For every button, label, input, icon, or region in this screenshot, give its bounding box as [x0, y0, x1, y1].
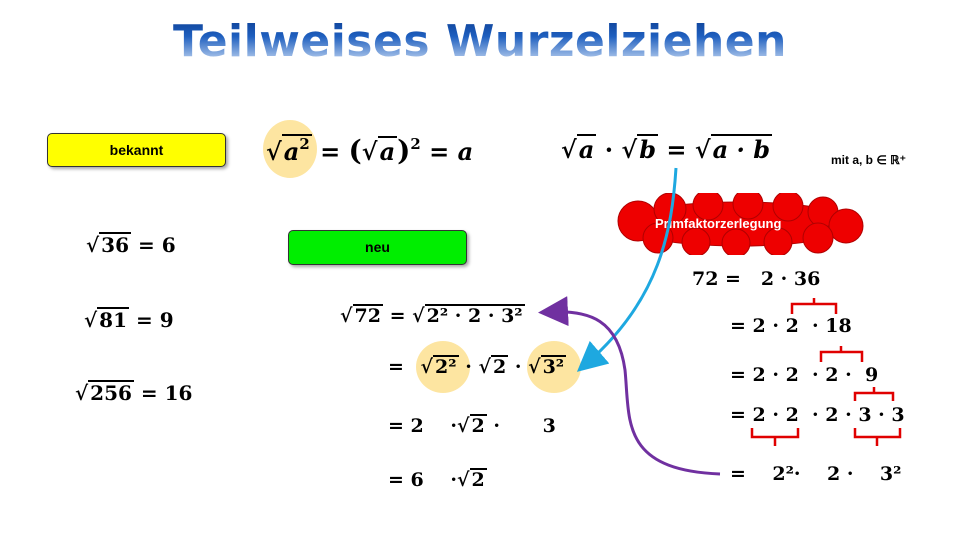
highlight-sqrt-2-squared: [416, 341, 470, 393]
example-sqrt-36: √36 = 6: [86, 232, 176, 257]
cloud-shape: [617, 193, 864, 255]
paren-left: (: [348, 134, 362, 168]
equals: =: [666, 135, 687, 164]
purple-arrow: [538, 296, 721, 476]
sqrt-b: √b: [621, 134, 658, 164]
brackets: [750, 298, 902, 446]
factorization-line-4: = 2 · 2 · 2 · 3 · 3: [730, 404, 905, 426]
highlight-sqrt-a2: [263, 120, 317, 178]
derivation-line-3: = 2 ·√2 · 3: [388, 414, 556, 437]
blue-arrow: [576, 167, 678, 372]
sqrt-a-squared: √a2: [266, 134, 312, 167]
known-label-box: bekannt: [47, 133, 226, 167]
equals: =: [429, 137, 450, 167]
derivation-line-4: = 6 ·√2: [388, 468, 487, 491]
dot: ·: [604, 135, 614, 164]
factorization-line-2: = 2 · 2 · 18: [730, 315, 852, 337]
domain-note: mit a, b ∈ ℝ⁺: [831, 153, 906, 167]
highlight-sqrt-3-squared: [527, 341, 581, 393]
example-sqrt-81: √81 = 9: [84, 307, 174, 332]
derivation-line-1: √72 = √2² · 2 · 3²: [340, 304, 525, 327]
factorization-line-5: = 2²· 2 · 3²: [730, 463, 902, 485]
paren-right: ): [397, 134, 411, 168]
new-label-box: neu: [288, 230, 467, 265]
exponent: 2: [410, 135, 421, 153]
rule-sqrt-square: √a2 = (√a)2 = a: [266, 134, 473, 167]
cloud-label: Primfaktorzerlegung: [655, 216, 782, 231]
page-title: Teilweises Wurzelziehen: [0, 16, 960, 67]
equals: =: [320, 137, 341, 167]
sqrt-a: √a: [361, 136, 398, 167]
factorization-line-3: = 2 · 2 · 2 · 9: [730, 364, 879, 386]
sqrt-a-times-b: √a · b: [694, 134, 772, 164]
sqrt-a: √a: [561, 134, 597, 164]
derivation-line-2: = √2² · √2 · √3²: [388, 355, 567, 378]
result-a: a: [457, 137, 474, 167]
factorization-line-1: 72 = 2 · 36: [692, 268, 821, 290]
example-sqrt-256: √256 = 16: [75, 380, 193, 405]
rule-product-root: √a · √b = √a · b: [561, 134, 772, 164]
